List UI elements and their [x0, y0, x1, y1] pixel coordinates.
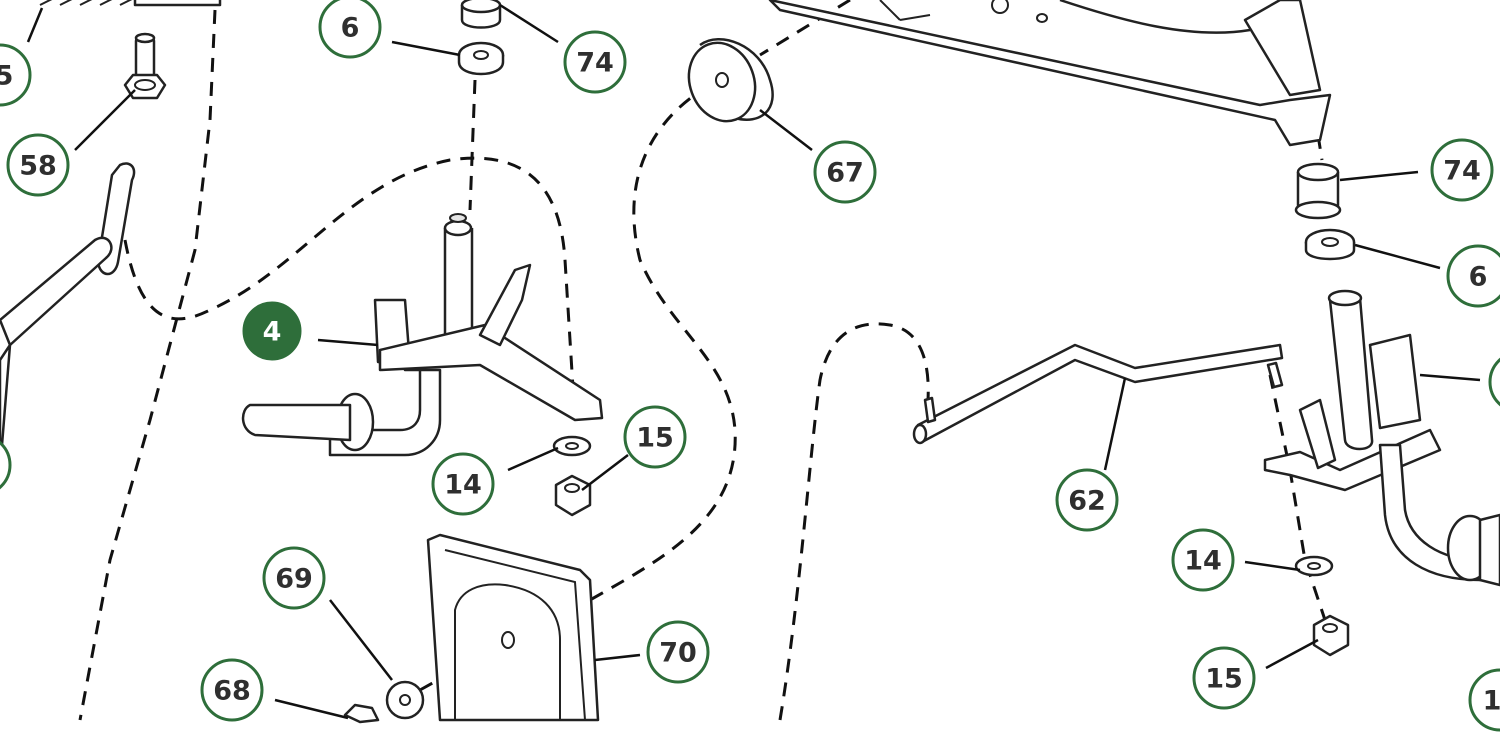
- washer-67: [687, 37, 774, 123]
- nut-15-left: [554, 474, 592, 517]
- callout-partial-left[interactable]: [0, 435, 12, 495]
- foot-plate-70: [426, 533, 600, 722]
- callout-62[interactable]: 62: [1055, 468, 1119, 532]
- washer-69: [385, 680, 425, 720]
- svg-text:62: 62: [1068, 486, 1106, 517]
- svg-text:69: 69: [275, 564, 313, 595]
- callout-74-right[interactable]: 74: [1430, 138, 1494, 202]
- svg-text:5: 5: [0, 61, 13, 92]
- lever-arm-part: [0, 162, 136, 472]
- svg-text:74: 74: [576, 48, 614, 79]
- svg-text:4: 4: [263, 317, 282, 348]
- svg-text:70: 70: [659, 638, 697, 669]
- callout-69[interactable]: 69: [262, 546, 326, 610]
- callout-5[interactable]: 5: [0, 43, 32, 107]
- svg-text:6: 6: [341, 13, 360, 44]
- svg-text:15: 15: [636, 423, 674, 454]
- svg-text:68: 68: [213, 676, 251, 707]
- svg-text:67: 67: [826, 158, 864, 189]
- bolt-68: [343, 703, 380, 724]
- svg-text:14: 14: [444, 470, 482, 501]
- svg-text:15: 15: [1205, 664, 1243, 695]
- washer-6-right: [1304, 228, 1356, 261]
- pivot-bracket-4: [241, 213, 604, 457]
- callout-partial-right[interactable]: [1488, 352, 1500, 412]
- callout-15-left[interactable]: 15: [623, 405, 687, 469]
- callout-1[interactable]: 1: [1468, 668, 1500, 732]
- svg-text:6: 6: [1469, 262, 1488, 293]
- callout-67[interactable]: 67: [813, 140, 877, 204]
- callout-14-right[interactable]: 14: [1171, 528, 1235, 592]
- callout-70[interactable]: 70: [646, 620, 710, 684]
- washer-14-right: [1294, 555, 1334, 577]
- bolt-part-58: [123, 32, 167, 100]
- leader-lines: [26, 3, 1481, 720]
- svg-text:74: 74: [1443, 156, 1481, 187]
- bushing-74-top: [460, 0, 502, 29]
- svg-text:58: 58: [19, 151, 57, 182]
- washer-6-top: [457, 41, 505, 76]
- nut-15-right: [1312, 614, 1350, 657]
- right-pivot-bracket: [1263, 289, 1500, 587]
- linkage-rod-62: [912, 343, 1284, 445]
- spring-part: [39, 0, 222, 7]
- callout-6-top[interactable]: 6: [318, 0, 382, 59]
- callout-14-left[interactable]: 14: [431, 452, 495, 516]
- callout-74-top[interactable]: 74: [563, 30, 627, 94]
- callout-58[interactable]: 58: [6, 133, 70, 197]
- callout-15-right[interactable]: 15: [1192, 646, 1256, 710]
- callout-6-right[interactable]: 6: [1446, 244, 1500, 308]
- callout-4-highlighted[interactable]: 4: [242, 301, 302, 361]
- parts-drawing: [0, 0, 1500, 724]
- svg-text:14: 14: [1184, 546, 1222, 577]
- washer-14-left: [552, 435, 592, 457]
- svg-text:1: 1: [1483, 686, 1500, 717]
- bushing-74-right: [1294, 162, 1342, 220]
- callout-68[interactable]: 68: [200, 658, 264, 722]
- frame-part: [768, 0, 1332, 147]
